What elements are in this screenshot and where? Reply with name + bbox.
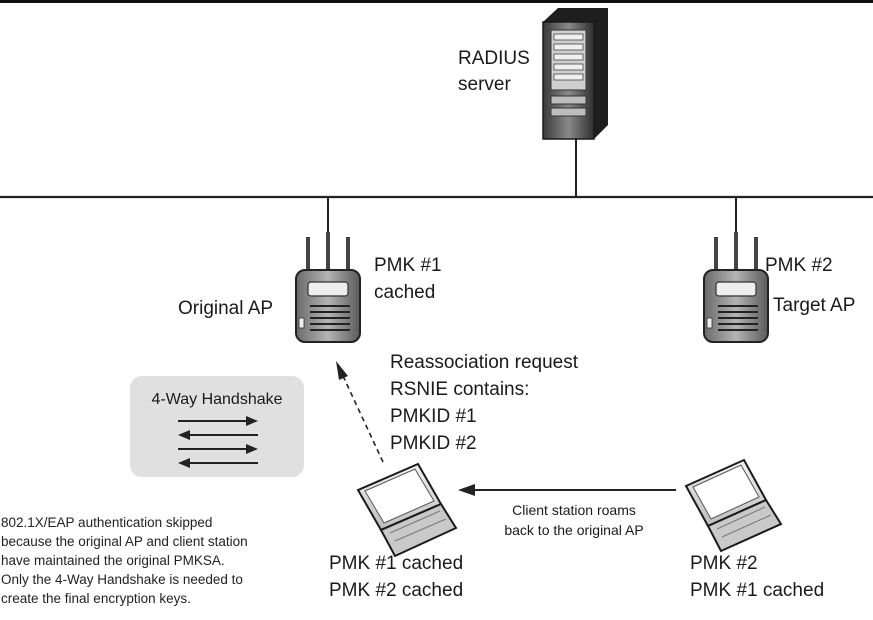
client-previous-line1: PMK #2 [690,553,758,574]
reassociation-arrow [336,361,384,463]
handshake-box [130,376,304,477]
target-ap-label: Target AP [773,295,856,316]
reassociation-line3: PMKID #1 [390,406,477,427]
original-ap-pmk-line2: cached [374,282,436,303]
roam-label-line2: back to the original AP [504,522,644,538]
server-label-line2: server [458,74,511,95]
note-line5: create the final encryption keys. [1,591,191,606]
radius-server-icon [542,8,608,140]
original-ap-icon [295,232,361,343]
reassociation-line2: RSNIE contains: [390,379,530,400]
server-label-line1: RADIUS [458,48,530,69]
note-line2: because the original AP and client stati… [1,534,248,549]
note-line4: Only the 4-Way Handshake is needed to [1,572,243,587]
target-ap-icon [703,232,769,343]
roam-arrow [458,484,676,496]
original-ap-label: Original AP [178,298,274,319]
handshake-title: 4-Way Handshake [151,391,283,408]
handshake-arrows [178,416,258,468]
client-laptop-current-icon [356,462,458,558]
client-laptop-previous-icon [684,458,783,553]
reassociation-line4: PMKID #2 [390,433,477,454]
client-previous-line2: PMK #1 cached [690,580,825,601]
client-current-line1: PMK #1 cached [329,553,464,574]
roam-label-line1: Client station roams [512,502,636,518]
reassociation-line1: Reassociation request [390,352,578,373]
original-ap-pmk-line1: PMK #1 [374,255,442,276]
target-ap-pmk: PMK #2 [765,255,833,276]
note-line3: have maintained the original PMKSA. [1,553,225,568]
note-line1: 802.1X/EAP authentication skipped [1,515,213,530]
client-current-line2: PMK #2 cached [329,580,464,601]
